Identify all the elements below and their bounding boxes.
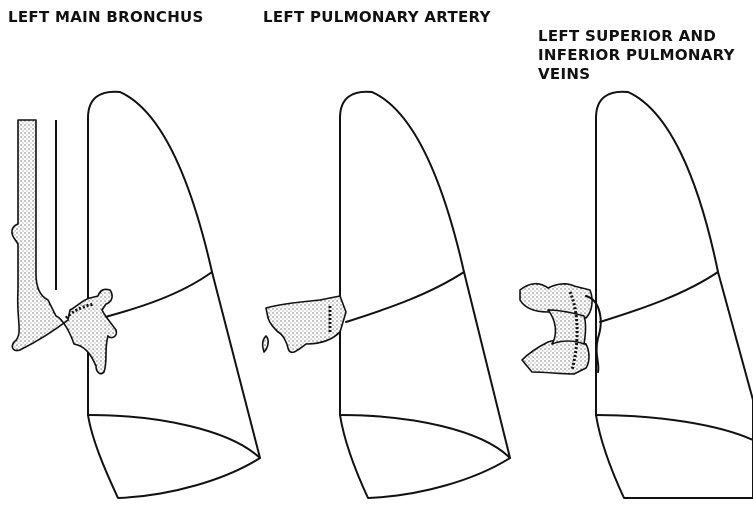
lower-fissure-1 [88, 415, 260, 458]
panel-1-left-main-bronchus [12, 92, 260, 498]
oblique-fissure-3 [600, 272, 718, 322]
lower-fissure-3 [596, 415, 753, 440]
lower-fissure-2 [340, 415, 510, 458]
panel-2-left-pulmonary-artery [263, 92, 510, 498]
pulmonary-artery-stub [263, 336, 268, 352]
inferior-pulmonary-vein [522, 340, 589, 374]
trachea-bronchus [12, 120, 116, 374]
pulmonary-artery [266, 296, 346, 352]
lung-outline-2 [340, 92, 510, 498]
vein-trunk [548, 310, 586, 344]
panel-3-pulmonary-veins [520, 92, 753, 498]
oblique-fissure-2 [346, 272, 464, 322]
lung-outline-1 [88, 92, 260, 498]
